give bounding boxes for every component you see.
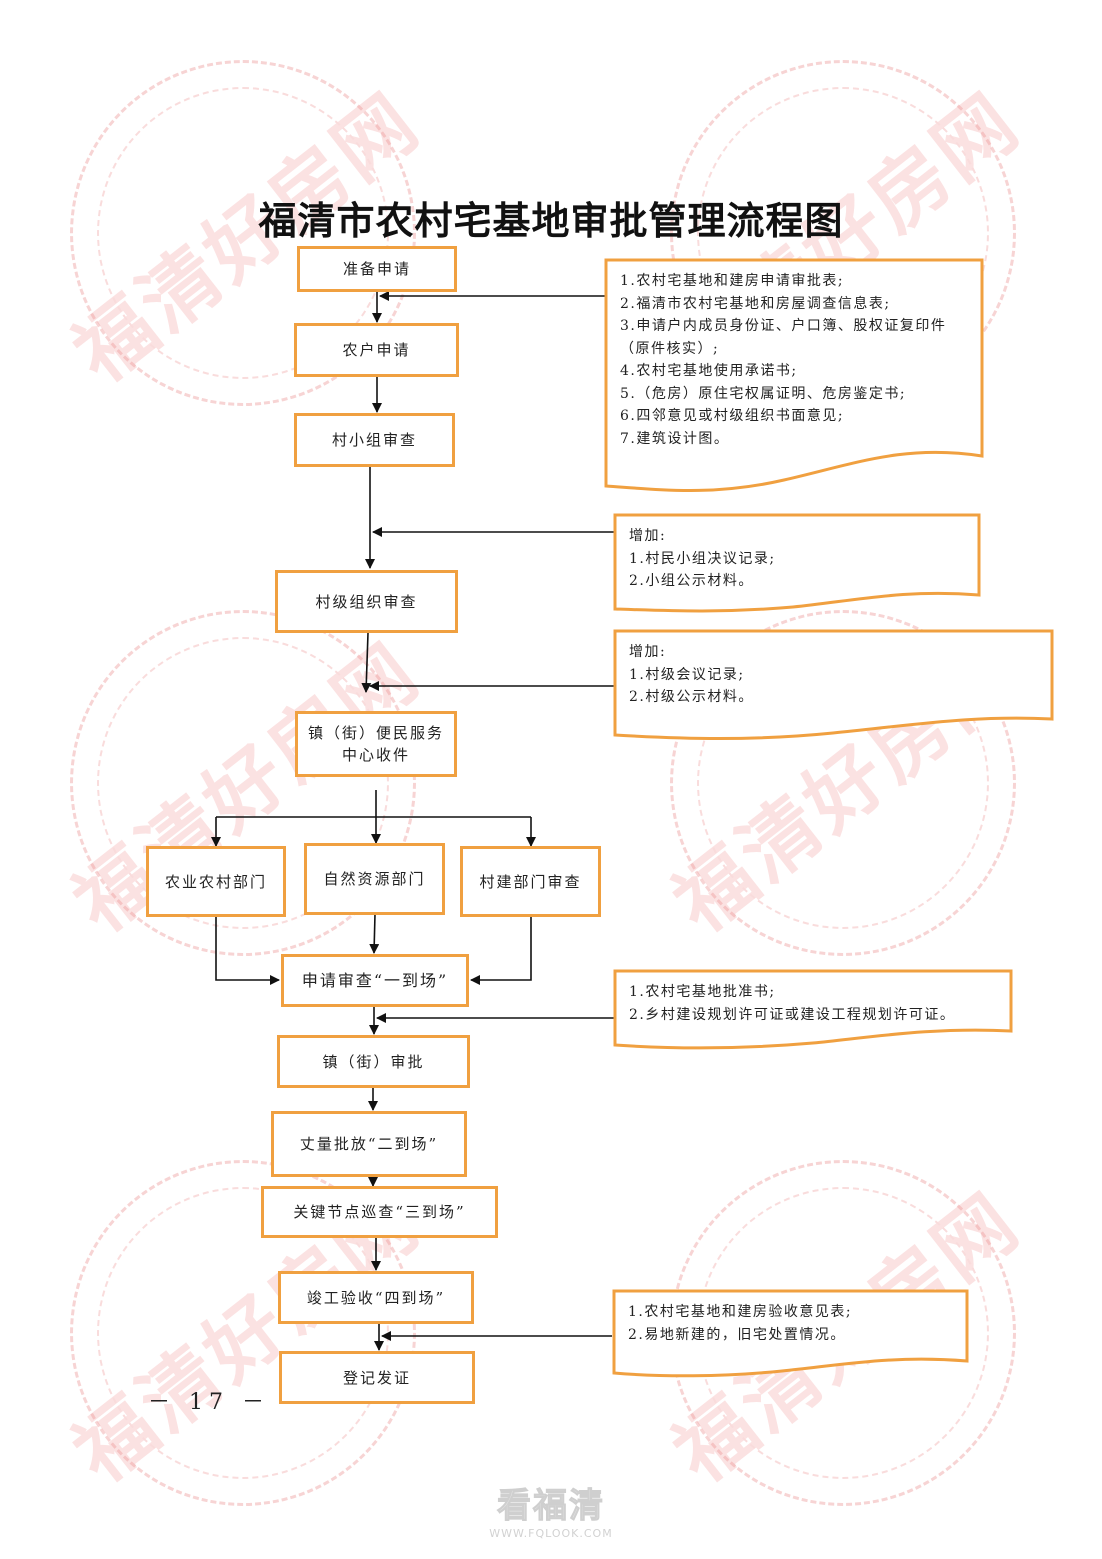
footer-url: WWW.FQLOOK.COM xyxy=(489,1527,613,1540)
page-number: － 17 － xyxy=(148,1390,270,1415)
doc-approval-text: 1.农村宅基地批准书; 2.乡村建设规划许可证或建设工程规划许可证。 xyxy=(629,984,956,1023)
step-prepare: 准备申请 xyxy=(297,246,457,292)
document-shape xyxy=(613,969,1013,1050)
step-town-approve: 镇（街）审批 xyxy=(277,1035,470,1088)
step-onsite-one: 申请审查“一到场” xyxy=(281,954,469,1007)
step-register: 登记发证 xyxy=(279,1351,475,1404)
step-village-review: 村级组织审查 xyxy=(275,570,458,633)
step-onsite-two: 丈量批放“二到场” xyxy=(271,1111,467,1177)
footer-logo: 看福清 WWW.FQLOOK.COM xyxy=(0,1478,1102,1541)
doc-group-extra: 增加: 1.村民小组决议记录; 2.小组公示材料。 xyxy=(613,513,981,615)
footer-logo-text: 看福清 xyxy=(497,1486,605,1527)
step-dept-construct: 村建部门审查 xyxy=(460,846,601,917)
page-title: 福清市农村宅基地审批管理流程图 xyxy=(258,198,844,243)
document-shape xyxy=(604,258,984,492)
doc-village-extra-text: 增加: 1.村级会议记录; 2.村级公示材料。 xyxy=(629,644,754,705)
doc-group-extra-text: 增加: 1.村民小组决议记录; 2.小组公示材料。 xyxy=(629,528,776,589)
arrow-village-to-center xyxy=(361,632,372,693)
document-shape xyxy=(613,629,1054,740)
doc-approval: 1.农村宅基地批准书; 2.乡村建设规划许可证或建设工程规划许可证。 xyxy=(613,969,1013,1051)
doc-apply-materials-text: 1.农村宅基地和建房申请审批表; 2.福清市农村宅基地和房屋调查信息表; 3.申… xyxy=(620,273,947,447)
doc-village-extra: 增加: 1.村级会议记录; 2.村级公示材料。 xyxy=(613,629,1054,742)
step-group-review: 村小组审查 xyxy=(294,413,455,467)
step-dept-agri: 农业农村部门 xyxy=(146,846,286,917)
watermark-seal: 福清好房网 xyxy=(58,610,437,956)
step-apply: 农户申请 xyxy=(294,323,459,377)
doc-acceptance: 1.农村宅基地和建房验收意见表; 2.易地新建的，旧宅处置情况。 xyxy=(612,1289,969,1379)
step-town-center: 镇（街）便民服务 中心收件 xyxy=(295,711,457,777)
document-shape xyxy=(613,513,981,613)
step-onsite-three: 关键节点巡查“三到场” xyxy=(261,1186,498,1238)
doc-acceptance-text: 1.农村宅基地和建房验收意见表; 2.易地新建的，旧宅处置情况。 xyxy=(628,1304,853,1343)
document-shape xyxy=(612,1289,969,1378)
watermark-seal: 福清好房网 xyxy=(58,60,437,406)
arrow-construct-to-onsite xyxy=(470,916,532,985)
arrow-nature-to-onsite xyxy=(369,913,380,954)
step-dept-nature: 自然资源部门 xyxy=(304,843,445,915)
step-onsite-four: 竣工验收“四到场” xyxy=(278,1271,474,1324)
doc-apply-materials: 1.农村宅基地和建房申请审批表; 2.福清市农村宅基地和房屋调查信息表; 3.申… xyxy=(604,258,984,500)
arrow-agri-to-onsite xyxy=(215,916,280,985)
